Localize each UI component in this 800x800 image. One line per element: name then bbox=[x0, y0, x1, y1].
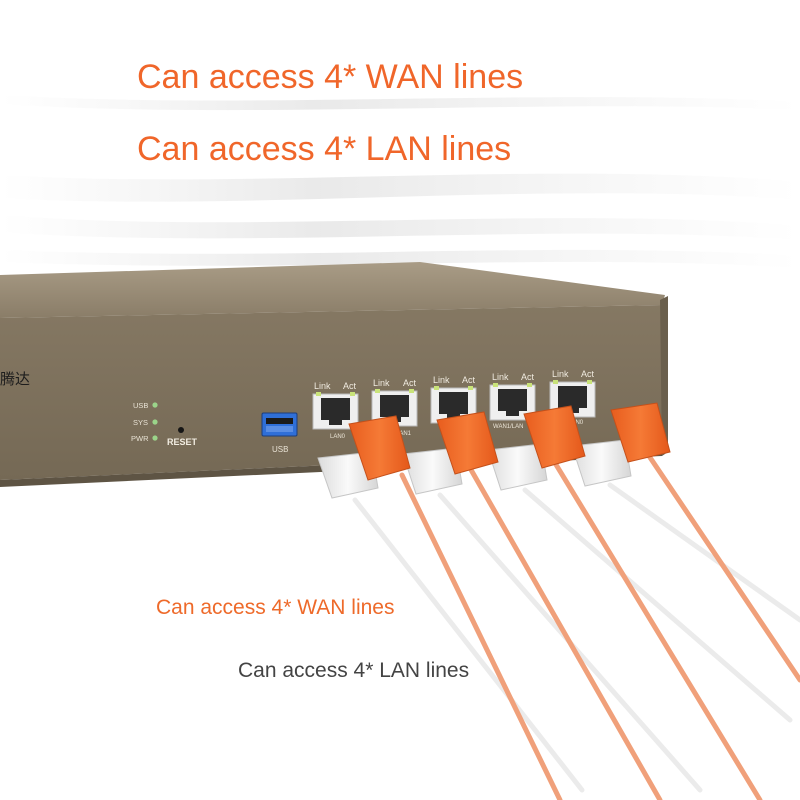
led-label-pwr: PWR bbox=[131, 434, 149, 443]
port-label: WAN1/LAN bbox=[493, 424, 523, 430]
led-sys bbox=[152, 419, 158, 425]
port-link-label: Link bbox=[314, 381, 331, 391]
reset-pinhole bbox=[178, 427, 184, 433]
orange-cable bbox=[467, 465, 663, 800]
white-rj45-plug bbox=[571, 439, 632, 487]
orange-connectors bbox=[348, 402, 671, 481]
port-link-label: Link bbox=[552, 369, 569, 379]
headline-wan: Can access 4* WAN lines bbox=[137, 58, 524, 96]
brand-logo: 腾达 bbox=[0, 371, 30, 388]
orange-rj45-plug bbox=[610, 402, 671, 463]
usb-port bbox=[261, 412, 298, 437]
orange-rj45-plug bbox=[523, 405, 586, 469]
orange-cable bbox=[642, 447, 800, 683]
white-cables bbox=[352, 482, 800, 793]
ethernet-port-lan0: Link Act LAN0 bbox=[312, 381, 359, 440]
status-leds: USB SYS PWR bbox=[131, 401, 158, 443]
orange-rj45-plug bbox=[348, 415, 411, 481]
white-cable bbox=[522, 487, 793, 723]
led-pwr bbox=[152, 435, 158, 441]
orange-cable bbox=[549, 455, 763, 800]
port-label: LAN1 bbox=[396, 431, 412, 437]
router-body bbox=[0, 262, 668, 487]
port-act-label: Act bbox=[343, 381, 357, 391]
usb-label: USB bbox=[272, 445, 288, 454]
callout-lan: Can access 4* LAN lines bbox=[238, 659, 470, 682]
port-label: LAN0 bbox=[330, 434, 346, 440]
white-connectors bbox=[317, 439, 632, 499]
port-act-label: Act bbox=[521, 372, 535, 382]
port-act-label: Act bbox=[581, 369, 595, 379]
port-act-label: Act bbox=[403, 378, 417, 388]
white-rj45-plug bbox=[487, 443, 548, 491]
reset-label: RESET bbox=[167, 437, 198, 447]
orange-rj45-plug bbox=[436, 411, 499, 475]
headline-lan: Can access 4* LAN lines bbox=[137, 130, 512, 168]
ethernet-port-3: Link Act bbox=[430, 375, 477, 424]
orange-cable bbox=[399, 472, 563, 800]
port-link-label: Link bbox=[373, 378, 390, 388]
white-cable bbox=[607, 482, 800, 623]
port-link-label: Link bbox=[492, 372, 509, 382]
white-cable bbox=[352, 497, 585, 793]
port-link-label: Link bbox=[433, 375, 450, 385]
led-label-usb: USB bbox=[133, 401, 148, 410]
port-act-label: Act bbox=[462, 375, 476, 385]
callout-wan: Can access 4* WAN lines bbox=[156, 596, 395, 619]
led-usb bbox=[152, 402, 158, 408]
white-rj45-plug bbox=[402, 447, 463, 495]
orange-cables bbox=[399, 447, 800, 800]
led-label-sys: SYS bbox=[133, 418, 148, 427]
